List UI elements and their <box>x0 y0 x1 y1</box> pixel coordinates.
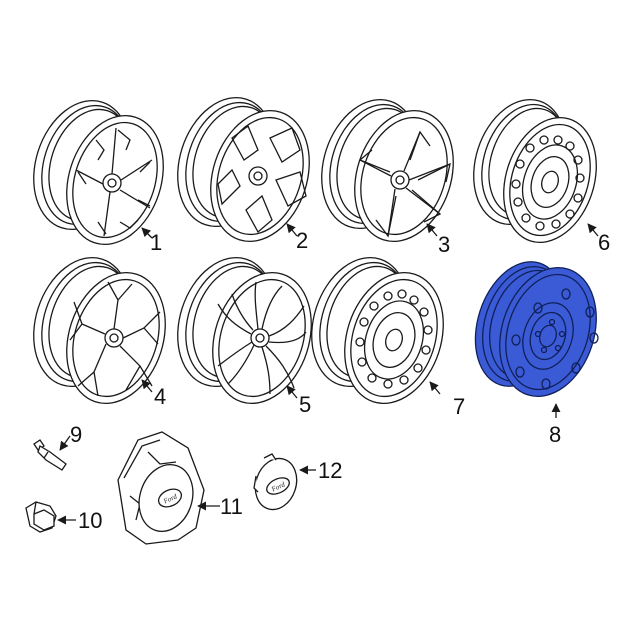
wheel-5-icon[interactable] <box>162 245 328 416</box>
callout-12: 12 <box>318 458 343 483</box>
center-cap-12-icon[interactable]: Ford <box>249 453 303 515</box>
wheel-7-icon[interactable] <box>296 245 460 416</box>
center-cap-11-icon[interactable]: Ford <box>117 431 205 545</box>
callout-2: 2 <box>296 228 309 253</box>
callout-11: 11 <box>220 494 243 519</box>
lug-nut-10-icon[interactable] <box>25 501 57 533</box>
leader-line-5 <box>286 385 298 399</box>
leader-line-7 <box>429 381 441 395</box>
callout-1: 1 <box>150 230 163 255</box>
callout-6: 6 <box>598 230 611 255</box>
leader-line-6 <box>587 223 599 237</box>
wheel-6-icon[interactable] <box>458 88 611 255</box>
leader-line-2 <box>286 223 298 237</box>
leader-line-3 <box>426 223 438 237</box>
callout-4: 4 <box>154 384 167 409</box>
wheel-4-icon[interactable] <box>18 245 182 416</box>
callout-8: 8 <box>549 422 562 447</box>
wheel-3-icon[interactable] <box>306 87 470 254</box>
wheel-8-icon[interactable] <box>460 250 612 409</box>
wheel-1-icon[interactable] <box>18 88 179 257</box>
callout-7: 7 <box>453 394 466 419</box>
valve-stem-9-icon[interactable] <box>33 439 67 471</box>
wheel-2-icon[interactable] <box>162 85 326 254</box>
callout-9: 9 <box>70 422 83 447</box>
leader-line-9 <box>59 435 71 451</box>
callout-3: 3 <box>438 232 451 257</box>
leader-line-1 <box>141 227 153 239</box>
callout-5: 5 <box>299 392 312 417</box>
leader-line-4 <box>141 379 153 393</box>
callout-10: 10 <box>78 508 103 533</box>
